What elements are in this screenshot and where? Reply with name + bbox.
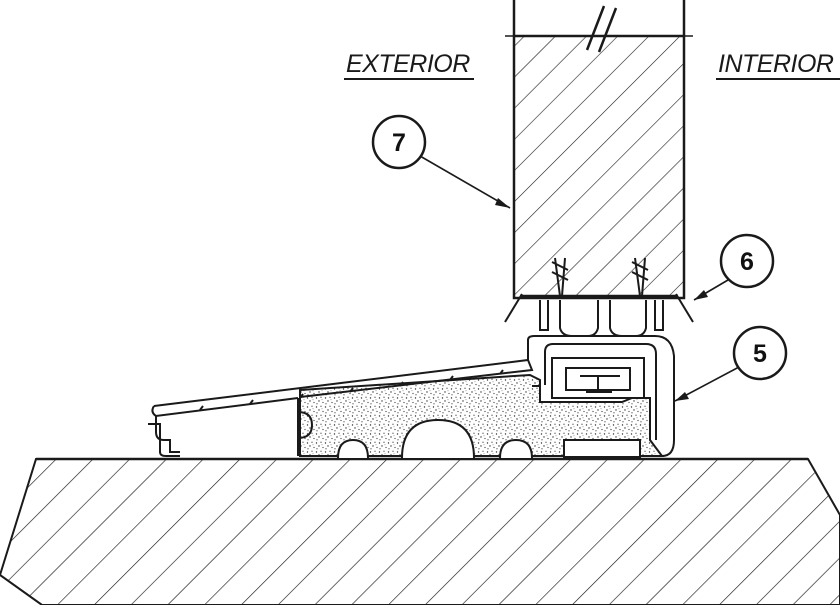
callout-7-number: 7 (392, 129, 406, 157)
threshold-housing (527, 335, 675, 457)
callout-5: 5 (674, 325, 788, 402)
floor-slab (0, 457, 840, 605)
threshold-ramp (148, 358, 534, 457)
exterior-label: EXTERIOR (346, 50, 470, 78)
door-leaf (505, 0, 693, 300)
callout-6: 6 (693, 233, 775, 301)
callout-5-number: 5 (753, 340, 767, 368)
callout-6-number: 6 (740, 248, 754, 276)
break-mark (585, 5, 618, 53)
callout-7: 7 (371, 114, 511, 209)
interior-label: INTERIOR (718, 50, 834, 78)
